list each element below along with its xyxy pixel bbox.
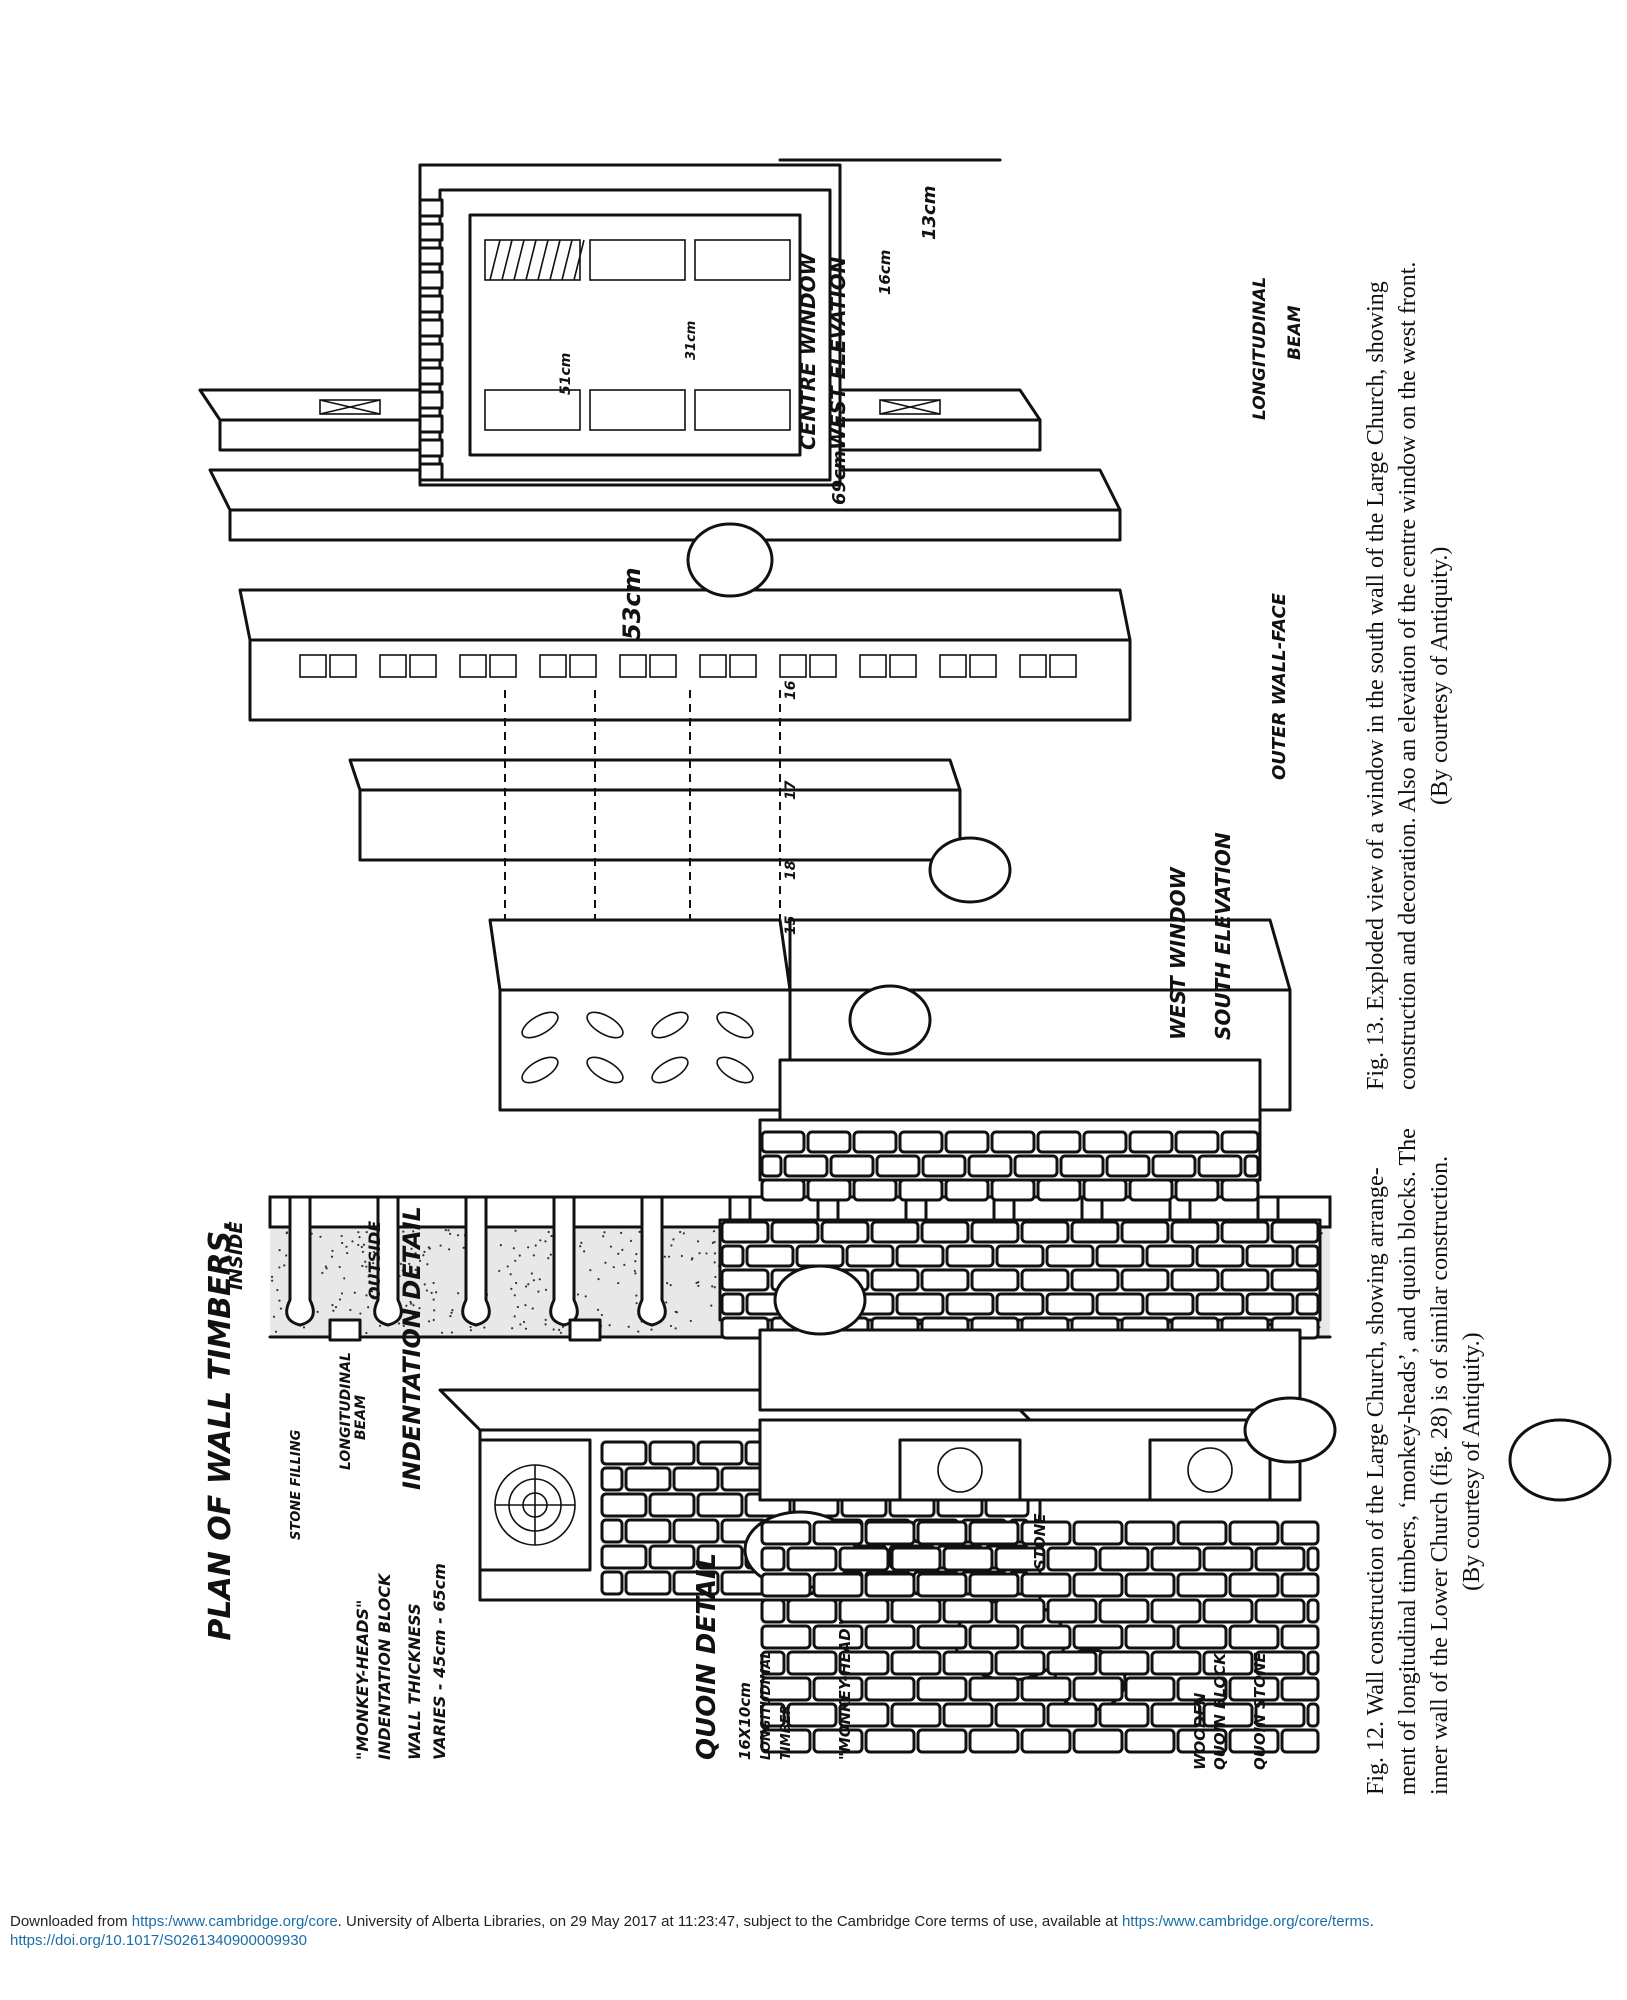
centre-window-elevation	[418, 158, 1002, 487]
exploded-window-sketch	[198, 388, 1292, 1202]
lower-wall-bricks	[760, 1130, 1260, 1202]
dim-18-label: 18	[783, 860, 799, 880]
outer-wall-face-label: OUTER WALL-FACE	[1269, 592, 1290, 780]
window-leaves	[521, 1011, 754, 1084]
outside-label: OUTSIDE	[365, 1221, 384, 1300]
footer-prefix: Downloaded from	[10, 1913, 132, 1930]
inside-label: INSIDE	[226, 1221, 247, 1290]
west-window-label: WEST WINDOW	[1166, 866, 1190, 1040]
longitudinal-beam-label-1: LONGITUDINAL	[338, 1352, 354, 1470]
strip-window-squares	[299, 654, 1077, 678]
footer-terms-link[interactable]: https:/www.cambridge.org/core/terms	[1121, 1913, 1370, 1930]
fig12-caption-line1: Fig. 12. Wall construction of the Large …	[1363, 1167, 1389, 1795]
footer-doi-link[interactable]: https://doi.org/10.1017/S026134090000993…	[10, 1932, 307, 1949]
labels-layer: PLAN OF WALL TIMBERS. INSIDE OUTSIDE STO…	[203, 186, 1305, 1770]
dim-16b-label: 16cm	[876, 250, 894, 295]
dim-51-label: 51cm	[558, 353, 574, 395]
wooden-label: WOODEN	[1191, 1692, 1209, 1770]
longitudinal-beam-label-2: BEAM	[353, 1395, 369, 1440]
longitudinal-timber-label-1: LONGITUDINAL	[759, 1650, 774, 1760]
stone-filling-label: STONE FILLING	[289, 1429, 304, 1540]
centre-window-panels	[484, 239, 791, 431]
centre-window-label: CENTRE WINDOW	[796, 252, 820, 450]
fig12-caption-line2: ment of longitudinal timbers, ‘monkey-he…	[1395, 1128, 1421, 1795]
fig13-caption-line2: construction and decoration. Also an ele…	[1395, 261, 1421, 1090]
stone-label: STONE	[1031, 1513, 1049, 1570]
dim-53-label: 53cm	[618, 567, 646, 640]
fig13-caption-line1: Fig. 13. Exploded view of a window in th…	[1363, 281, 1389, 1090]
fig13-caption: Fig. 13. Exploded view of a window in th…	[1360, 262, 1456, 1090]
longitudinal-label: LONGITUDINAL	[1250, 277, 1270, 420]
dim-31-label: 31cm	[684, 321, 699, 360]
indentation-block-label: INDENTATION BLOCK	[375, 1572, 394, 1760]
quoin-stone-label: QUOIN STONE	[1251, 1652, 1269, 1770]
wall-thickness-label: WALL THICKNESS	[405, 1603, 424, 1760]
plan-title-label: PLAN OF WALL TIMBERS.	[203, 1219, 238, 1640]
monkey-heads-plan-label: "MONKEY-HEADS"	[353, 1600, 372, 1760]
quoin-block-label: QUOIN BLOCK	[1211, 1652, 1229, 1770]
footer-suffix: .	[1369, 1913, 1374, 1930]
dim-16-label: 16	[783, 680, 799, 700]
fig13-caption-line3: (By courtesy of Antiquity.)	[1427, 546, 1453, 805]
dim-69-label: 69cm	[829, 451, 850, 505]
beam-label: BEAM	[1285, 305, 1305, 360]
fig12-caption-line3: inner wall of the Lower Church (fig. 28)…	[1427, 1155, 1453, 1795]
dimension-lines	[504, 690, 781, 920]
fig12-caption: Fig. 12. Wall construction of the Large …	[1360, 1128, 1488, 1795]
west-elevation-label: WEST ELEVATION	[826, 256, 850, 450]
indentation-detail-label: INDENTATION DETAIL	[398, 1206, 426, 1490]
fig12-illustration	[198, 158, 1612, 1754]
dim-13-label: 13cm	[919, 186, 940, 240]
download-footer: Downloaded from https:/www.cambridge.org…	[10, 1912, 1617, 1950]
monkey-head-label: "MONKEY-HEAD"	[836, 1621, 854, 1760]
footer-core-link[interactable]: https:/www.cambridge.org/core	[131, 1913, 338, 1930]
quoin-lower-bricks	[760, 1520, 1320, 1754]
longitudinal-timber-label-2: TIMBER	[779, 1705, 794, 1760]
timber-size-label: 16X10cm	[736, 1682, 754, 1760]
dim-17-label: 17	[783, 780, 799, 800]
quoin-detail-label: QUOIN DETAIL	[692, 1553, 722, 1760]
south-elevation-label: SOUTH ELEVATION	[1211, 832, 1235, 1040]
dim-15-label: 15	[783, 915, 799, 935]
varies-label: VARIES - 45cm - 65cm	[430, 1563, 449, 1760]
footer-middle: . University of Alberta Libraries, on 29…	[337, 1913, 1122, 1930]
centre-window-teeth	[418, 198, 444, 482]
fig12-caption-line4: (By courtesy of Antiquity.)	[1459, 1332, 1485, 1591]
quoin-detail-sketch	[718, 1218, 1612, 1754]
